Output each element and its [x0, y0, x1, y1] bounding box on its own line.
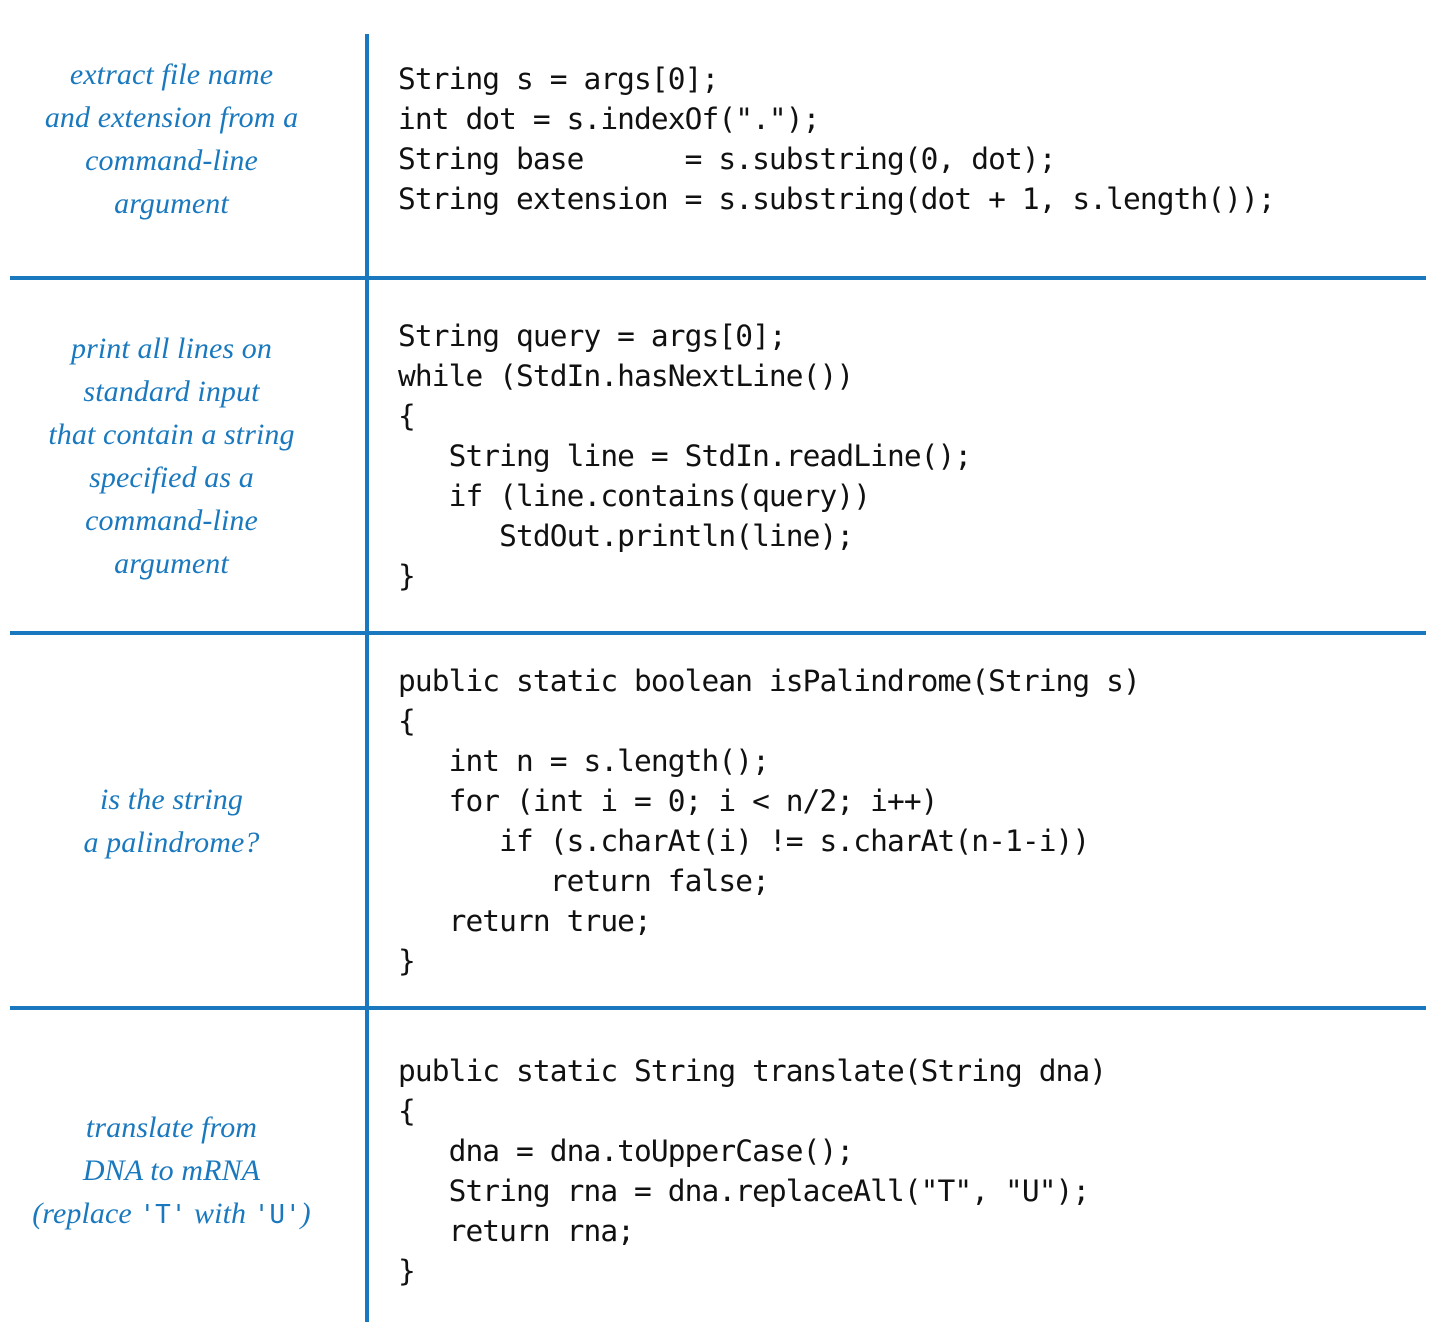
description-line-with-code: (replace 'T' with 'U'): [0, 1192, 343, 1237]
code-block: public static boolean isPalindrome(Strin…: [398, 663, 1141, 978]
description-line: translate from: [85, 1110, 258, 1144]
description-line: command-line: [85, 503, 258, 537]
description-middle: with: [186, 1196, 254, 1230]
code-block: String query = args[0]; while (StdIn.has…: [398, 318, 972, 593]
table-row: print all lines on standard input that c…: [0, 278, 1434, 633]
table-row: is the string a palindrome? public stati…: [0, 633, 1434, 1008]
description-prefix: (replace: [32, 1196, 140, 1230]
row-description: is the string a palindrome?: [0, 778, 365, 864]
row-code-cell: public static String translate(String dn…: [365, 1051, 1434, 1291]
row-divider-2: [10, 631, 1426, 635]
table-row: translate from DNA to mRNA (replace 'T' …: [0, 1008, 1434, 1334]
row-code-cell: String query = args[0]; while (StdIn.has…: [365, 316, 1434, 596]
row-code-cell: public static boolean isPalindrome(Strin…: [365, 661, 1434, 981]
description-line: standard input: [83, 374, 260, 408]
description-line: command-line: [85, 144, 258, 177]
inline-code-literal-u: 'U': [253, 1199, 301, 1230]
description-line: print all lines on: [71, 331, 272, 365]
row-description: translate from DNA to mRNA (replace 'T' …: [0, 1106, 365, 1237]
description-line: extract file name: [69, 58, 274, 91]
vertical-rule: [365, 34, 369, 1322]
row-description: extract file name and extension from a c…: [0, 53, 365, 225]
code-block: String s = args[0]; int dot = s.indexOf(…: [398, 62, 1276, 216]
description-suffix: ): [300, 1196, 311, 1230]
row-code-cell: String s = args[0]; int dot = s.indexOf(…: [365, 59, 1434, 219]
row-divider-3: [10, 1006, 1426, 1010]
table-row: extract file name and extension from a c…: [0, 0, 1434, 278]
row-divider-1: [10, 276, 1426, 280]
description-line: that contain a string: [48, 417, 295, 451]
description-line: DNA to mRNA: [82, 1153, 261, 1187]
description-line: argument: [114, 187, 229, 220]
description-line: argument: [114, 546, 229, 580]
row-description: print all lines on standard input that c…: [0, 327, 365, 585]
code-block: public static String translate(String dn…: [398, 1054, 1107, 1288]
description-line: specified as a: [89, 460, 254, 494]
description-line: and extension from a: [44, 101, 299, 134]
description-line: a palindrome?: [83, 825, 260, 859]
description-line: is the string: [100, 782, 243, 816]
inline-code-literal-t: 'T': [139, 1199, 187, 1230]
